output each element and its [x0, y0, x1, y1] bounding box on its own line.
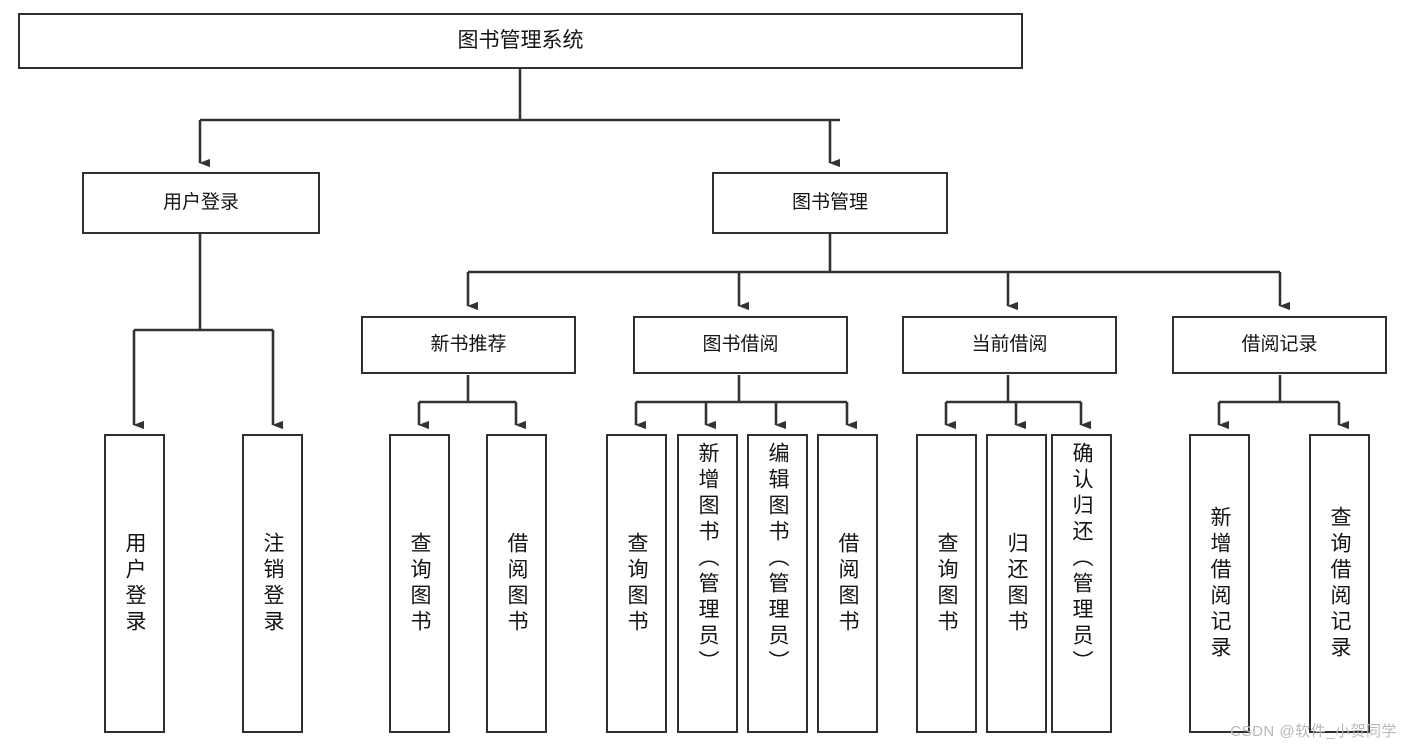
connector-borrowrecord-to-leaves	[1217, 375, 1350, 430]
node-current-borrow[interactable]: 当前借阅	[902, 316, 1117, 374]
leaf-currentborrow-return-book[interactable]: 归还图书	[986, 434, 1047, 733]
leaf-currentborrow-query-book[interactable]: 查询图书	[916, 434, 977, 733]
leaf-currentborrow-return-book-label: 归还图书	[1005, 531, 1028, 636]
leaf-bookborrow-add-book[interactable]: 新增图书（管理员）	[677, 434, 738, 733]
leaf-newbook-borrow-book[interactable]: 借阅图书	[486, 434, 547, 733]
node-new-book-recommend-label: 新书推荐	[430, 334, 507, 356]
node-user-login[interactable]: 用户登录	[82, 172, 320, 234]
leaf-user-login-logout-label: 注销登录	[261, 531, 284, 636]
leaf-bookborrow-query-book-label: 查询图书	[625, 531, 648, 636]
leaf-newbook-query-book-label: 查询图书	[408, 531, 431, 636]
leaf-bookborrow-edit-book-label: 编辑图书（管理员）	[766, 442, 789, 676]
csdn-watermark: CSDN @软件_小贺同学	[1230, 723, 1397, 740]
node-book-management-label: 图书管理	[791, 192, 868, 214]
node-root-system[interactable]: 图书管理系统	[18, 13, 1023, 69]
connector-bookborrow-to-leaves	[634, 375, 858, 430]
leaf-user-login-login-label: 用户登录	[123, 531, 146, 636]
connector-userlogin-to-leaves	[132, 234, 284, 430]
node-book-management[interactable]: 图书管理	[712, 172, 948, 234]
leaf-borrowrecord-add-record[interactable]: 新增借阅记录	[1189, 434, 1250, 733]
connector-bookmgmt-to-level2	[466, 234, 1291, 311]
leaf-borrowrecord-query-record-label: 查询借阅记录	[1328, 505, 1351, 662]
node-current-borrow-label: 当前借阅	[971, 334, 1048, 356]
leaf-borrowrecord-query-record[interactable]: 查询借阅记录	[1309, 434, 1370, 733]
node-new-book-recommend[interactable]: 新书推荐	[361, 316, 576, 374]
leaf-currentborrow-confirm-return[interactable]: 确认归还（管理员）	[1051, 434, 1112, 733]
connector-currentborrow-to-leaves	[944, 375, 1092, 430]
leaf-borrowrecord-add-record-label: 新增借阅记录	[1208, 505, 1231, 662]
node-book-borrow-label: 图书借阅	[702, 334, 779, 356]
node-root-system-label: 图书管理系统	[457, 29, 584, 53]
leaf-user-login-logout[interactable]: 注销登录	[242, 434, 303, 733]
node-borrow-record[interactable]: 借阅记录	[1172, 316, 1387, 374]
leaf-currentborrow-query-book-label: 查询图书	[935, 531, 958, 636]
leaf-bookborrow-edit-book[interactable]: 编辑图书（管理员）	[747, 434, 808, 733]
connector-root-to-level1	[198, 69, 841, 168]
node-borrow-record-label: 借阅记录	[1241, 334, 1318, 356]
connector-newbook-to-leaves	[417, 375, 527, 430]
leaf-bookborrow-add-book-label: 新增图书（管理员）	[696, 442, 719, 676]
leaf-user-login-login[interactable]: 用户登录	[104, 434, 165, 733]
leaf-newbook-borrow-book-label: 借阅图书	[505, 531, 528, 636]
leaf-bookborrow-borrow-book-label: 借阅图书	[836, 531, 859, 636]
node-book-borrow[interactable]: 图书借阅	[633, 316, 848, 374]
leaf-bookborrow-borrow-book[interactable]: 借阅图书	[817, 434, 878, 733]
leaf-newbook-query-book[interactable]: 查询图书	[389, 434, 450, 733]
leaf-currentborrow-confirm-return-label: 确认归还（管理员）	[1070, 442, 1093, 676]
node-user-login-label: 用户登录	[162, 192, 239, 214]
leaf-bookborrow-query-book[interactable]: 查询图书	[606, 434, 667, 733]
